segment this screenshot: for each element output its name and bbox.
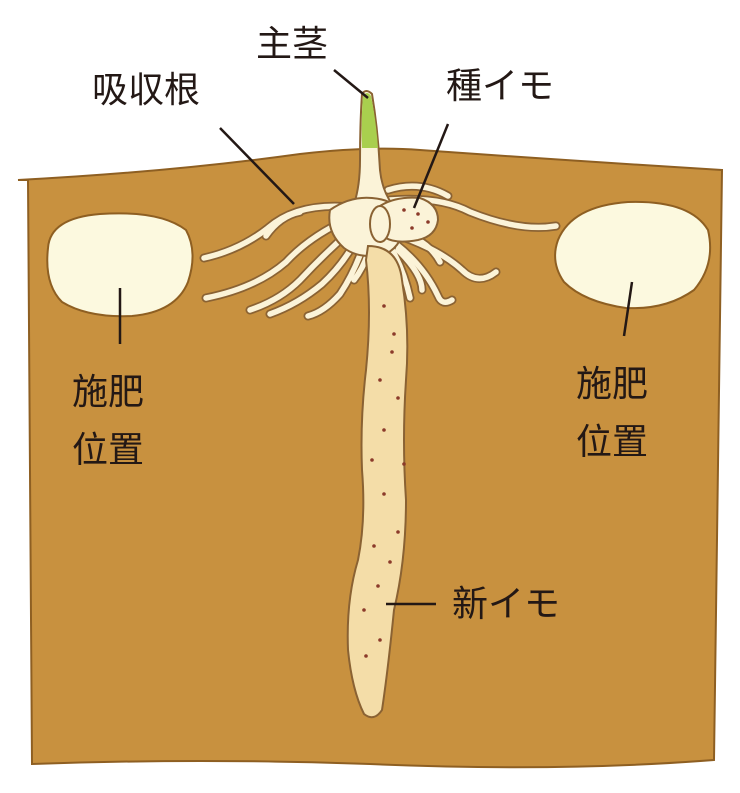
seed-potato-dots [402, 208, 430, 230]
label-fertilizer-right-line1: 施肥 [576, 364, 648, 405]
fertilizer-blob-right [554, 200, 712, 310]
new-potato-dots [362, 304, 406, 658]
fertilizer-blob-left [46, 212, 194, 318]
leader-lines [118, 69, 634, 606]
leader-seed-potato [412, 123, 450, 209]
label-fertilizer-left-line1: 施肥 [72, 372, 144, 413]
label-seed-potato: 種イモ [446, 66, 554, 107]
label-absorbing-roots: 吸収根 [92, 70, 200, 111]
label-new-potato: 新イモ [452, 584, 560, 625]
leader-fertilizer-right [622, 281, 634, 337]
leader-main-stem [333, 69, 369, 99]
leader-absorbing-roots [219, 127, 295, 205]
seed-potato-cut-face [369, 205, 391, 243]
label-fertilizer-left-line2: 位置 [72, 430, 144, 471]
label-fertilizer-right-line2: 位置 [576, 422, 648, 463]
label-main-stem: 主茎 [256, 24, 328, 65]
new-potato [346, 244, 409, 719]
main-stem-green [361, 93, 378, 148]
